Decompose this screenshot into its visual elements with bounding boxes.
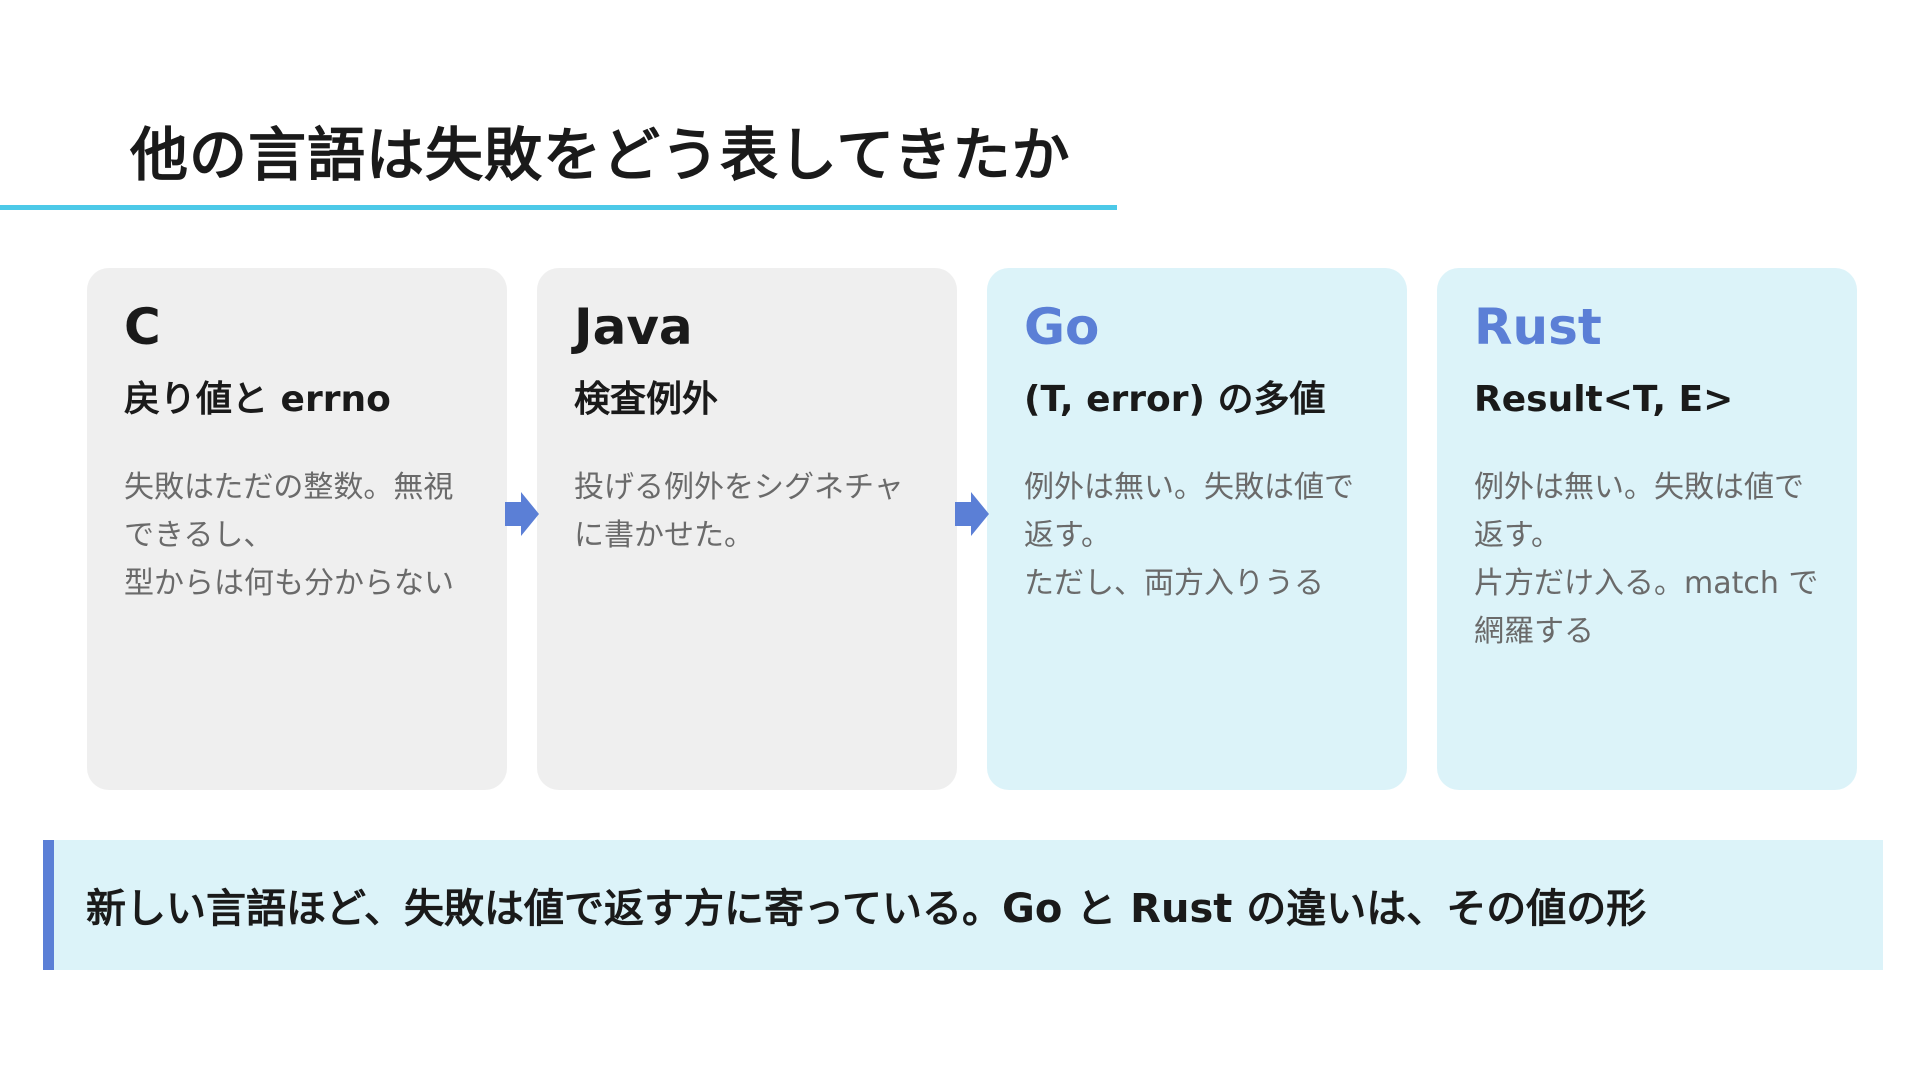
card-description-line: 投げる例外をシグネチャ — [574, 469, 904, 505]
card-description: 例外は無い。失敗は値で 返す。 ただし、両方入りうる — [1024, 464, 1377, 608]
card-subtitle: 戻り値と errno — [124, 378, 391, 420]
card-language: C — [124, 298, 161, 356]
card-rust: Rust Result<T, E> 例外は無い。失敗は値で 返す。 片方だけ入る… — [1437, 268, 1857, 790]
arrow-right-icon — [505, 492, 539, 536]
card-language: Go — [1024, 298, 1100, 356]
summary-text: 新しい言語ほど、失敗は値で返す方に寄っている。Go と Rust の違いは、その… — [86, 886, 1647, 932]
card-subtitle: 検査例外 — [574, 378, 719, 420]
card-subtitle: Result<T, E> — [1474, 378, 1734, 420]
card-description: 投げる例外をシグネチャ に書かせた。 — [574, 464, 927, 560]
card-description-line: 片方だけ入る。match で — [1474, 565, 1819, 601]
card-language: Java — [574, 298, 693, 356]
card-description-line: できるし、 — [124, 517, 274, 553]
card-description-line: 例外は無い。失敗は値で — [1024, 469, 1354, 505]
card-subtitle: (T, error) の多値 — [1024, 378, 1326, 420]
card-description-line: 型からは何も分からない — [124, 565, 454, 601]
page-title: 他の言語は失敗をどう表してきたか — [130, 121, 1071, 189]
card-description-line: 失敗はただの整数。無視 — [124, 469, 454, 505]
card-description-line: 網羅する — [1474, 613, 1594, 649]
title-underline — [0, 205, 1117, 210]
arrow-right-icon — [955, 492, 989, 536]
card-description-line: 例外は無い。失敗は値で — [1474, 469, 1804, 505]
card-description-line: 返す。 — [1024, 517, 1111, 553]
card-description-line: に書かせた。 — [574, 517, 754, 553]
card-description-line: ただし、両方入りうる — [1024, 565, 1324, 601]
summary-callout: 新しい言語ほど、失敗は値で返す方に寄っている。Go と Rust の違いは、その… — [43, 840, 1883, 970]
card-java: Java 検査例外 投げる例外をシグネチャ に書かせた。 — [537, 268, 957, 790]
card-description: 例外は無い。失敗は値で 返す。 片方だけ入る。match で 網羅する — [1474, 464, 1827, 656]
card-c: C 戻り値と errno 失敗はただの整数。無視 できるし、 型からは何も分から… — [87, 268, 507, 790]
card-description-line: 返す。 — [1474, 517, 1561, 553]
card-language: Rust — [1474, 298, 1602, 356]
card-description: 失敗はただの整数。無視 できるし、 型からは何も分からない — [124, 464, 477, 608]
card-go: Go (T, error) の多値 例外は無い。失敗は値で 返す。 ただし、両方… — [987, 268, 1407, 790]
